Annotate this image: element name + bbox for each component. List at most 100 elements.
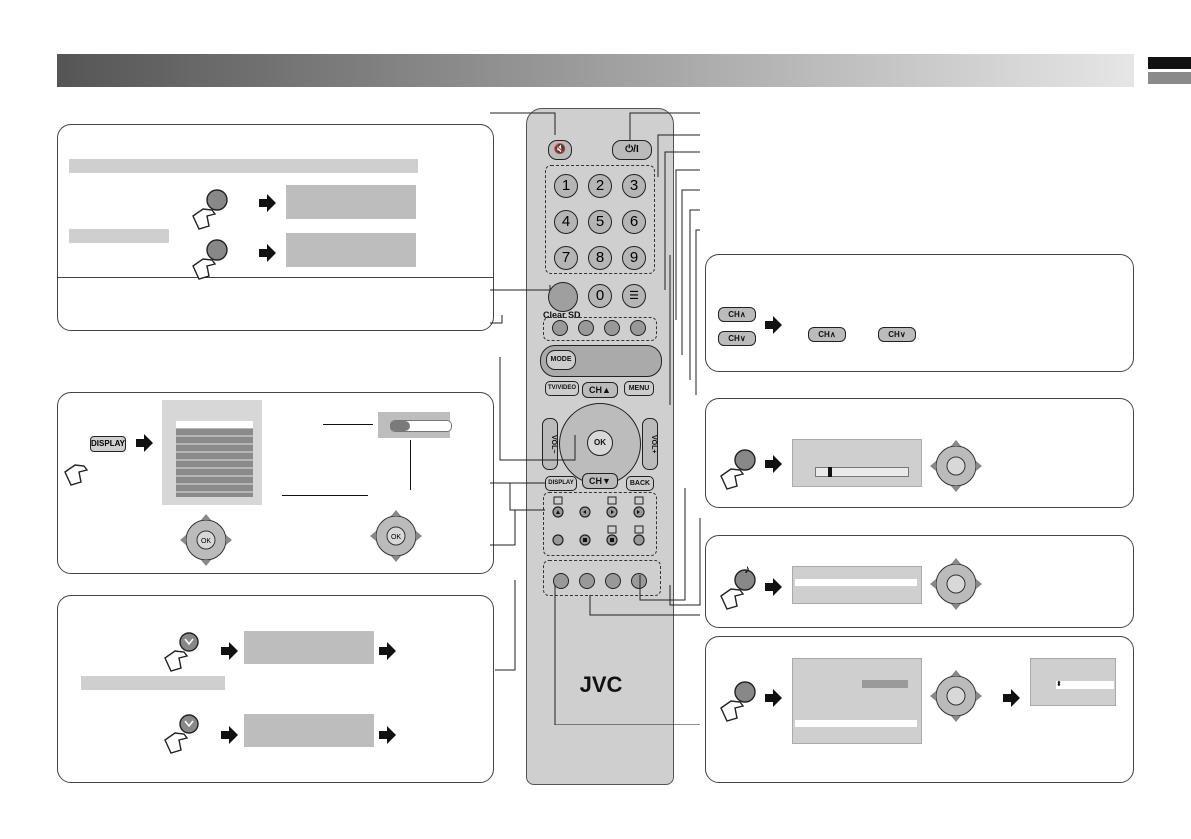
menu-button[interactable]: MENU <box>624 381 654 396</box>
result-selected-row: ⬍ <box>1056 681 1114 689</box>
bottom-button-1[interactable] <box>553 573 569 589</box>
ch-down-button[interactable]: CH▼ <box>582 473 618 489</box>
arrow-right-icon <box>379 726 396 744</box>
digit-button-6[interactable]: 6 <box>622 210 646 234</box>
color-button-blue[interactable] <box>630 320 646 336</box>
music-note-icon: ♪ <box>744 562 750 576</box>
hand-press-icon <box>164 714 199 754</box>
hand-press-icon <box>64 464 89 486</box>
panel1-divider <box>57 277 494 278</box>
arrow-right-icon <box>765 578 782 596</box>
power-button[interactable]: ⏻/I <box>612 140 652 160</box>
digit-button-0[interactable]: 0 <box>588 284 612 308</box>
ok-button[interactable]: OK <box>587 430 613 456</box>
panel-channel-select <box>57 124 494 331</box>
ok-joystick-icon <box>930 670 982 722</box>
digit-button-1[interactable]: 1 <box>554 174 578 198</box>
arrow-right-icon <box>1003 689 1020 707</box>
arrow-right-icon <box>765 316 782 334</box>
digit-button-8[interactable]: 8 <box>588 246 612 270</box>
color-buttons-outline <box>543 317 657 341</box>
settings-screen <box>792 658 922 744</box>
info-box-2 <box>244 714 374 747</box>
settings-selected-row <box>795 720 917 727</box>
panel1-result-box-1 <box>286 185 416 219</box>
color-button-yellow[interactable] <box>604 320 620 336</box>
vol-minus-button[interactable]: VOL− <box>542 418 558 470</box>
ch-down-key-inline: CH∨ <box>878 327 916 342</box>
info-box-1 <box>244 631 374 664</box>
color-button-red[interactable] <box>552 320 568 336</box>
bottom-button-4[interactable] <box>631 573 647 589</box>
digit-button-5[interactable]: 5 <box>588 210 612 234</box>
ch-down-key: CH∨ <box>718 331 756 346</box>
settings-value-box <box>862 680 908 688</box>
digit-pad-outline <box>545 165 655 274</box>
arrow-right-icon <box>259 194 276 212</box>
bottom-button-2[interactable] <box>579 573 595 589</box>
media-keys-icon <box>552 496 645 546</box>
clear-sd-label: Clear SD <box>543 310 581 320</box>
arrow-right-icon <box>379 642 396 660</box>
ch-up-key-inline: CH∧ <box>808 327 846 342</box>
digit-button-2[interactable]: 2 <box>588 174 612 198</box>
ch-up-button[interactable]: CH▲ <box>582 382 618 398</box>
tv-video-button[interactable]: TV/VIDEO <box>545 381 579 396</box>
hand-press-icon <box>720 449 756 490</box>
ok-joystick-icon: OK <box>370 510 422 562</box>
ok-joystick-icon <box>930 558 982 610</box>
adjust-track <box>815 467 909 477</box>
adjust-screen <box>792 439 922 487</box>
panel-channel-scan <box>705 254 1134 372</box>
arrow-right-icon <box>259 244 276 262</box>
display-button-remote[interactable]: DISPLAY <box>545 476 577 491</box>
language-tab-light <box>1148 72 1191 84</box>
hand-press-icon <box>720 569 756 610</box>
section-header-bar <box>57 54 1134 87</box>
media-keys-outline <box>543 492 657 556</box>
panel1-heading-bar <box>69 159 418 173</box>
vol-plus-button[interactable]: VOL+ <box>642 418 658 470</box>
display-menu-highlight <box>176 421 253 428</box>
panel1-subheading-bar <box>69 229 169 243</box>
digit-button-7[interactable]: 7 <box>554 246 578 270</box>
display-button: DISPLAY <box>90 436 126 452</box>
arrow-right-icon <box>221 642 238 660</box>
hand-press-icon <box>192 189 228 230</box>
panel3-heading-bar <box>81 676 225 690</box>
adjust-fill <box>828 467 832 477</box>
ok-joystick-icon: OK <box>180 514 232 566</box>
svg-text:OK: OK <box>391 534 401 541</box>
leader-line <box>323 424 373 425</box>
back-button[interactable]: BACK <box>626 476 654 491</box>
bottom-button-3[interactable] <box>605 573 621 589</box>
mute-button[interactable]: 🔇 <box>548 140 572 160</box>
digit-button-4[interactable]: 4 <box>554 210 578 234</box>
hand-press-icon <box>720 681 756 722</box>
digit-button-3[interactable]: 3 <box>622 174 646 198</box>
hand-press-icon <box>164 632 199 672</box>
ok-joystick-icon <box>930 440 982 492</box>
brand-logo: JVC <box>579 672 623 697</box>
slider-knob <box>390 421 410 431</box>
arrow-right-icon <box>136 434 153 452</box>
color-button-green[interactable] <box>578 320 594 336</box>
arrow-right-icon <box>765 689 782 707</box>
digit-button-9[interactable]: 9 <box>622 246 646 270</box>
teletext-button[interactable]: ☰ <box>622 284 646 308</box>
svg-text:OK: OK <box>201 538 211 545</box>
arrow-right-icon <box>765 455 782 473</box>
large-round-button[interactable] <box>548 282 578 312</box>
sound-selected-row <box>795 579 917 586</box>
panel1-result-box-2 <box>286 233 416 267</box>
bottom-keys-outline <box>543 560 661 596</box>
mode-button[interactable]: MODE <box>546 350 576 370</box>
leader-lines <box>490 112 701 725</box>
hand-press-icon <box>192 239 228 280</box>
ch-up-key: CH∧ <box>718 307 756 322</box>
display-menu-list <box>176 421 253 497</box>
leader-line <box>282 495 368 496</box>
language-tab-dark <box>1148 57 1191 69</box>
leader-line <box>410 440 411 490</box>
arrow-right-icon <box>221 726 238 744</box>
